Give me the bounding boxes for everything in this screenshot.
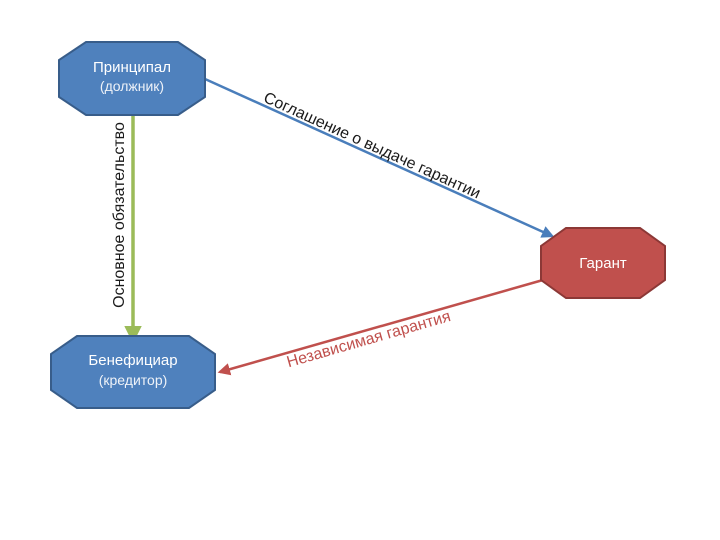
independent-guarantee-label: Независимая гарантия — [285, 308, 453, 371]
guarantor-octagon — [540, 227, 666, 299]
principal-node: Принципал (должник) — [58, 41, 206, 116]
principal-octagon — [58, 41, 206, 116]
guarantor-node: Гарант — [540, 227, 666, 299]
main-obligation-label: Основное обязательство — [111, 122, 128, 308]
issuance-agreement-arrow — [204, 77, 555, 238]
guarantor-title: Гарант — [579, 255, 627, 272]
beneficiary-octagon — [50, 335, 216, 409]
issuance-agreement-label: Соглашение о выдаче гарантии — [261, 89, 483, 202]
principal-subtitle: (должник) — [100, 78, 164, 94]
beneficiary-node: Бенефициар (кредитор) — [50, 335, 216, 409]
principal-title: Принципал — [93, 59, 171, 76]
independent-guarantee-arrow — [217, 278, 544, 376]
beneficiary-subtitle: (кредитор) — [99, 372, 168, 388]
beneficiary-title: Бенефициар — [88, 352, 177, 369]
